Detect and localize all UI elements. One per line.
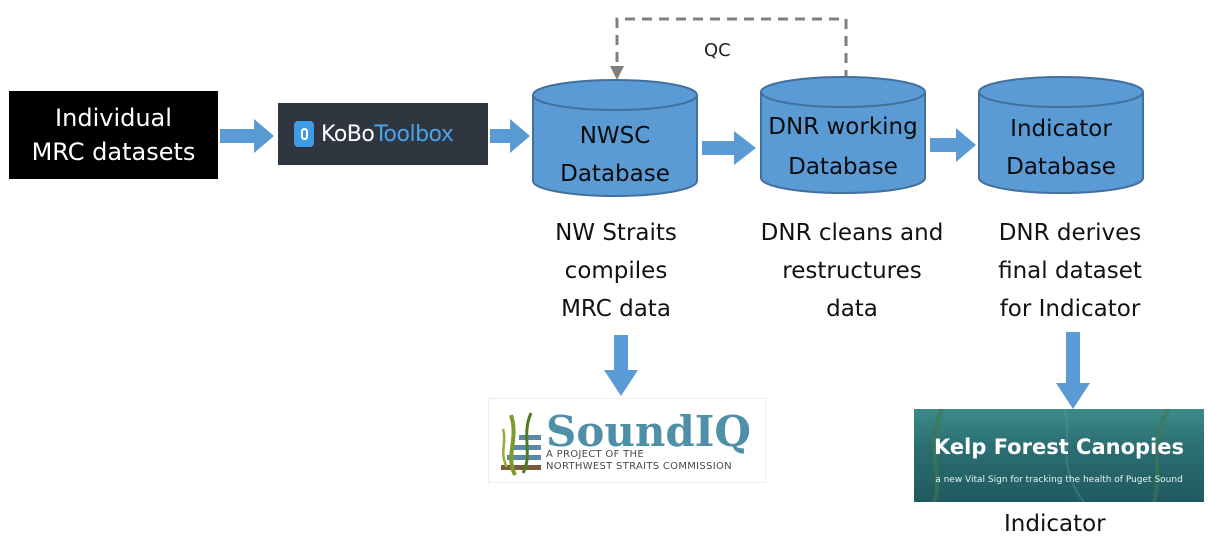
arrow-dnr-to-indicator bbox=[930, 128, 976, 162]
database-cylinder-icon bbox=[978, 76, 1144, 194]
kelp-stairs-icon bbox=[501, 412, 541, 476]
arrow-nwsc-to-dnr bbox=[702, 131, 756, 165]
database-dnr-working: DNR working Database bbox=[760, 76, 926, 194]
description-line: final dataset bbox=[998, 258, 1142, 284]
kelp-banner-title: Kelp Forest Canopies bbox=[934, 435, 1184, 459]
database-nwsc-line1: NWSC bbox=[579, 123, 651, 149]
database-dnr-line1: DNR working bbox=[768, 114, 918, 140]
database-cylinder-icon bbox=[532, 79, 698, 197]
description-nwsc: NW Straits compiles MRC data bbox=[506, 214, 726, 328]
description-line: NW Straits bbox=[555, 220, 677, 246]
arrow-down-to-soundiq bbox=[604, 335, 638, 396]
database-indicator-line1: Indicator bbox=[1010, 116, 1112, 142]
database-dnr-line2: Database bbox=[788, 154, 898, 180]
soundiq-title: SoundIQ bbox=[546, 407, 752, 456]
description-line: compiles bbox=[564, 258, 668, 284]
soundiq-logo: SoundIQ A PROJECT OF THE NORTHWEST STRAI… bbox=[488, 398, 766, 483]
database-indicator: Indicator Database bbox=[978, 76, 1144, 194]
description-line: restructures bbox=[782, 258, 922, 284]
source-line2: MRC datasets bbox=[31, 138, 196, 166]
kelp-background-icon bbox=[932, 409, 1171, 502]
description-dnr: DNR cleans and restructures data bbox=[742, 214, 962, 328]
description-line: MRC data bbox=[561, 296, 671, 322]
qc-loop-line bbox=[615, 17, 848, 80]
description-indicator: DNR derives final dataset for Indicator bbox=[960, 214, 1180, 328]
kobo-icon bbox=[294, 121, 314, 147]
soundiq-subtitle: A PROJECT OF THE NORTHWEST STRAITS COMMI… bbox=[546, 449, 732, 473]
description-line: DNR cleans and bbox=[760, 220, 944, 246]
indicator-label: Indicator bbox=[1004, 511, 1106, 537]
description-line: data bbox=[826, 296, 878, 322]
source-box: Individual MRC datasets bbox=[9, 91, 218, 179]
kobotoolbox-logo: KoBoToolbox bbox=[278, 103, 488, 165]
description-line: DNR derives bbox=[998, 220, 1142, 246]
soundiq-subtitle-line2: NORTHWEST STRAITS COMMISSION bbox=[546, 461, 732, 472]
description-line: for Indicator bbox=[999, 296, 1141, 322]
soundiq-subtitle-line1: A PROJECT OF THE bbox=[546, 449, 644, 460]
arrow-kobo-to-nwsc bbox=[490, 119, 530, 153]
source-line1: Individual bbox=[55, 104, 172, 132]
database-indicator-line2: Database bbox=[1006, 154, 1116, 180]
database-nwsc-line2: Database bbox=[560, 161, 670, 187]
kobo-wordmark-part2: Toolbox bbox=[374, 121, 454, 147]
qc-label: QC bbox=[704, 40, 731, 61]
database-cylinder-icon bbox=[760, 76, 926, 194]
arrow-down-to-kelp bbox=[1056, 332, 1090, 409]
arrow-source-to-kobo bbox=[220, 119, 274, 153]
kobo-wordmark: KoBoToolbox bbox=[321, 121, 454, 147]
kelp-forest-banner: Kelp Forest Canopies a new Vital Sign fo… bbox=[914, 409, 1204, 502]
qc-arrowhead bbox=[610, 66, 624, 80]
database-nwsc: NWSC Database bbox=[532, 79, 698, 197]
kelp-banner-subtitle: a new Vital Sign for tracking the health… bbox=[935, 475, 1183, 485]
kobo-wordmark-part1: KoBo bbox=[321, 121, 375, 147]
